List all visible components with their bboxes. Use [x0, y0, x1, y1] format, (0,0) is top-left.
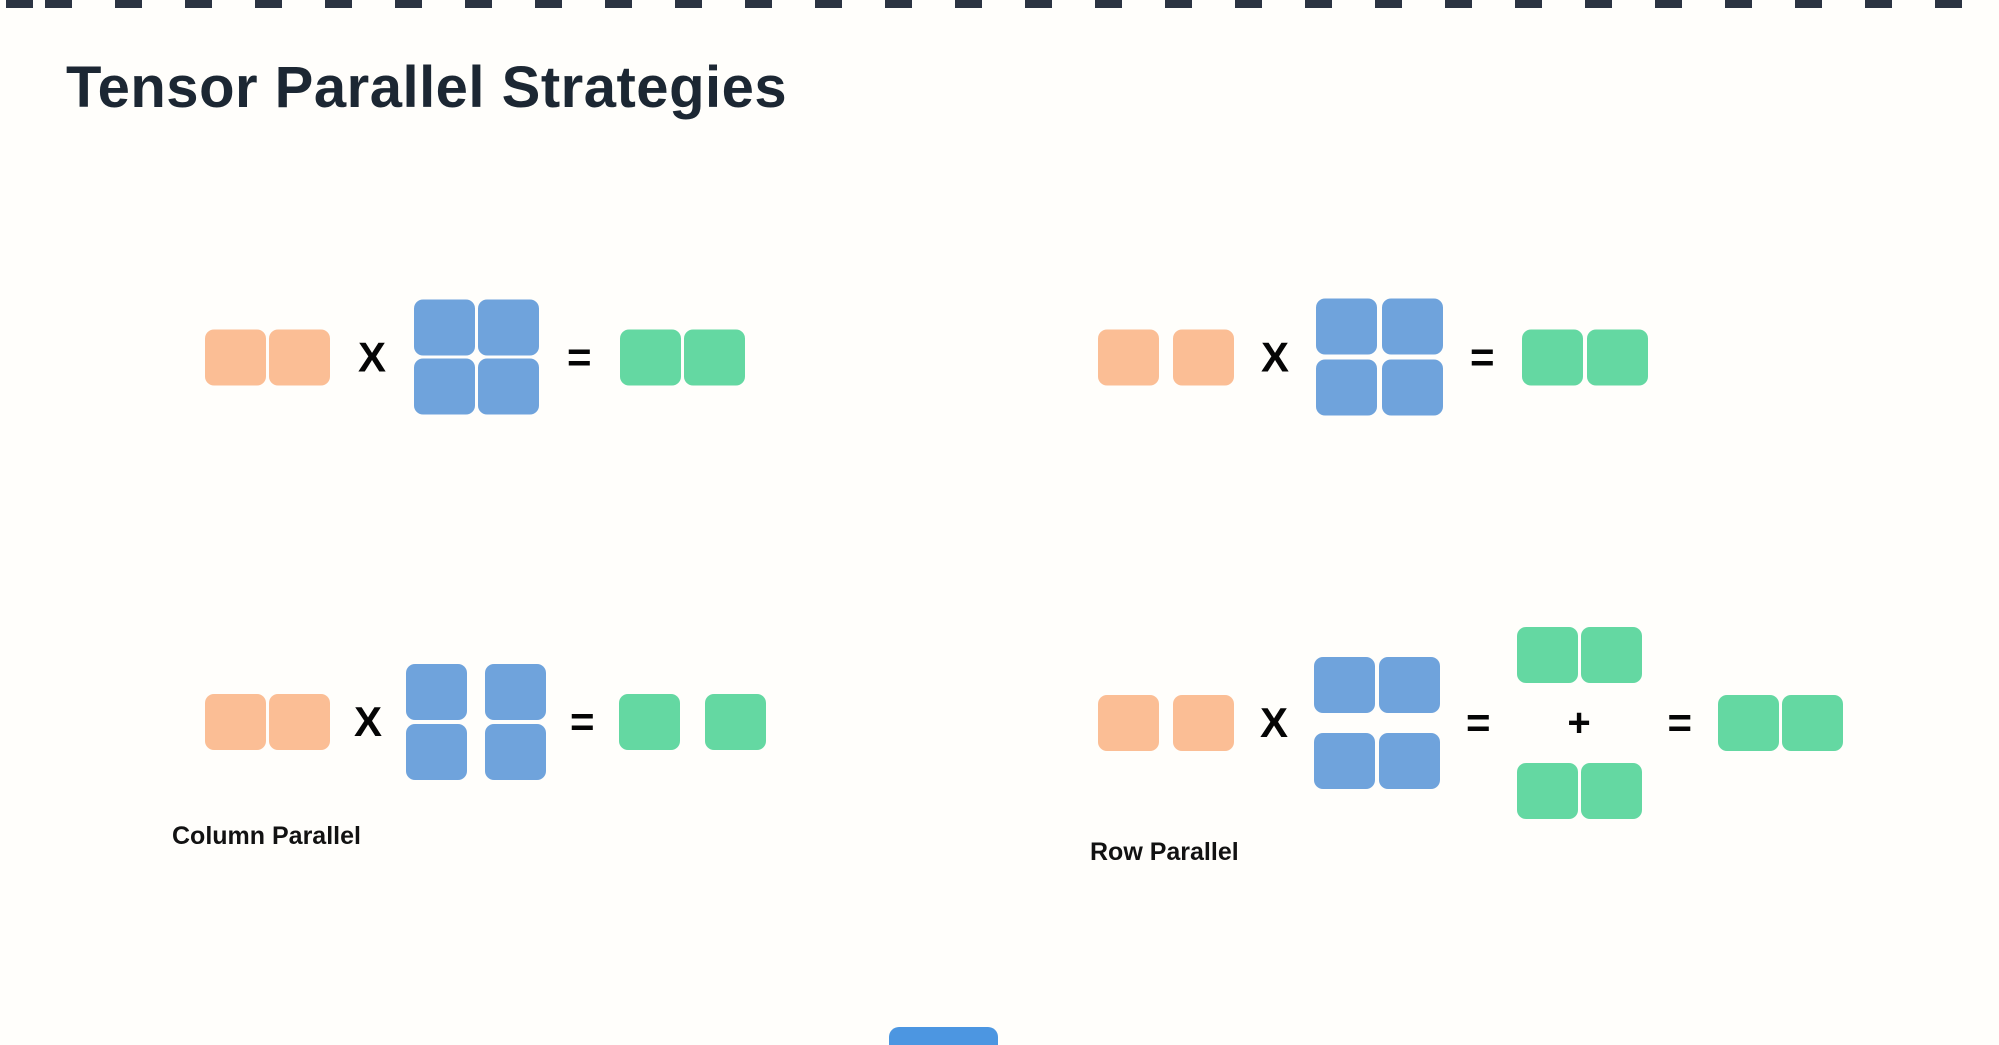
- blue-block: [478, 299, 540, 356]
- blue-block: [1379, 733, 1441, 789]
- green-vector: [1516, 627, 1642, 683]
- blue-block: [485, 664, 547, 720]
- green-vector: [618, 694, 766, 750]
- blue-block: [1314, 657, 1376, 713]
- blue-block: [1314, 733, 1376, 789]
- orange-block: [1098, 695, 1159, 751]
- operator-multiply: X: [1261, 333, 1290, 380]
- green-block: [1580, 763, 1642, 819]
- green-block: [618, 694, 680, 750]
- orange-block: [1173, 329, 1234, 385]
- operator-equals: =: [1470, 333, 1495, 380]
- green-block: [1782, 695, 1844, 751]
- blue-block: [414, 358, 476, 415]
- column-parallel-label: Column Parallel: [172, 822, 361, 850]
- bottom-edge-clipped-shape: [889, 1027, 998, 1045]
- green-block: [1580, 627, 1642, 683]
- operator-multiply: X: [354, 698, 383, 745]
- orange-block: [269, 694, 330, 750]
- green-block: [1516, 763, 1578, 819]
- blue-block: [1379, 657, 1441, 713]
- blue-block: [414, 299, 476, 356]
- blue-block: [485, 724, 547, 780]
- blue-block: [1316, 359, 1378, 416]
- orange-block: [1173, 695, 1234, 751]
- green-block: [704, 694, 766, 750]
- orange-block: [205, 329, 266, 385]
- blue-block: [406, 664, 468, 720]
- orange-block: [269, 329, 330, 385]
- top-edge-dashed-row: [0, 0, 1999, 8]
- blue-block: [406, 724, 468, 780]
- orange-block: [205, 694, 266, 750]
- green-block: [1586, 329, 1648, 385]
- blue-block: [1382, 359, 1444, 416]
- green-vector: [1718, 695, 1844, 751]
- green-block: [1718, 695, 1780, 751]
- green-block: [1521, 329, 1583, 385]
- diagram-top-left: X=: [205, 299, 745, 415]
- blue-matrix-2x2: [414, 299, 540, 415]
- green-vector: [619, 329, 745, 385]
- operator-equals: =: [1667, 699, 1693, 746]
- orange-vector: [205, 329, 330, 385]
- orange-block: [1098, 329, 1159, 385]
- blue-matrix-2x2: [406, 664, 547, 780]
- operator-plus: +: [1567, 701, 1591, 745]
- blue-matrix-2x2: [1316, 298, 1444, 416]
- row-parallel-label: Row Parallel: [1090, 838, 1239, 866]
- partial-sum-stack: +: [1516, 627, 1642, 819]
- page-title: Tensor Parallel Strategies: [66, 55, 788, 120]
- green-block: [619, 329, 681, 385]
- blue-block: [478, 358, 540, 415]
- green-block: [683, 329, 745, 385]
- operator-multiply: X: [1260, 699, 1289, 746]
- diagram-column-parallel: X=: [205, 664, 766, 780]
- green-vector: [1521, 329, 1648, 385]
- operator-equals: =: [567, 333, 592, 380]
- green-vector: [1516, 763, 1642, 819]
- blue-block: [1316, 298, 1378, 355]
- operator-equals: =: [1466, 699, 1491, 746]
- orange-vector: [205, 694, 330, 750]
- orange-vector: [1098, 695, 1234, 751]
- diagram-row-parallel: X = + =: [1098, 627, 1844, 819]
- orange-vector: [1098, 329, 1234, 385]
- blue-matrix-2x2: [1314, 657, 1441, 789]
- operator-multiply: X: [358, 333, 387, 380]
- green-block: [1516, 627, 1578, 683]
- blue-block: [1382, 298, 1444, 355]
- operator-equals: =: [570, 698, 595, 745]
- diagram-top-right: X=: [1098, 298, 1648, 416]
